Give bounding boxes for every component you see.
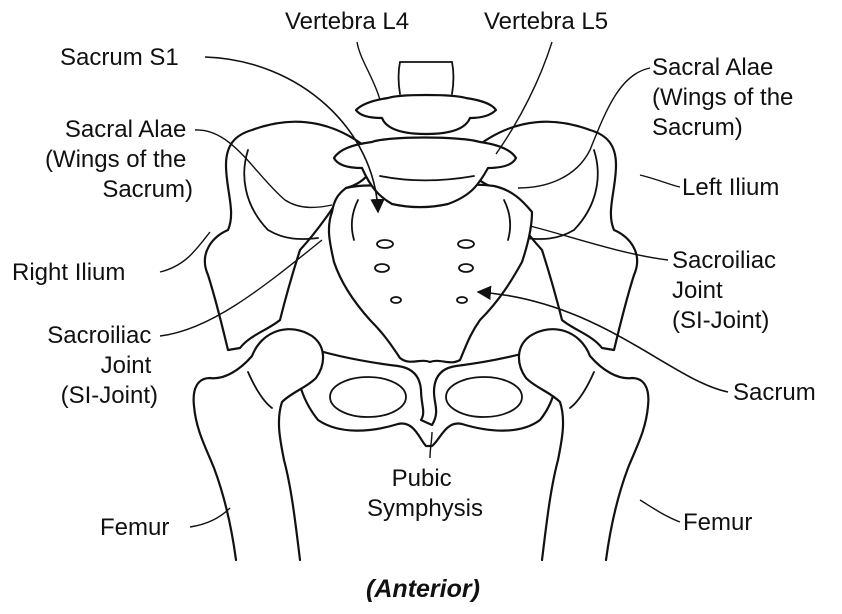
label-sacral-alae-left: Sacral Alae (Wings of the Sacrum) xyxy=(45,116,193,203)
label-sacral-alae-right: Sacral Alae (Wings of the Sacrum) xyxy=(652,54,800,141)
leader-femur-right xyxy=(190,508,230,527)
right-obturator-foramen xyxy=(330,377,406,417)
sacral-foramen xyxy=(459,264,473,272)
leader-left-ilium xyxy=(640,175,680,187)
label-femur-left: Femur xyxy=(683,509,752,536)
label-vertebra-l5: Vertebra L5 xyxy=(484,8,608,35)
label-si-joint-left: Sacroiliac Joint (SI-Joint) xyxy=(672,247,783,334)
leader-right-ilium xyxy=(160,232,210,272)
sacral-foramen xyxy=(375,264,389,272)
spine-column-right xyxy=(452,62,454,94)
sacral-foramen xyxy=(458,240,474,248)
caption-anterior: (Anterior) xyxy=(366,575,480,603)
sacral-foramen xyxy=(457,297,467,303)
label-pubic-symphysis: Pubic Symphysis xyxy=(367,465,483,522)
sacral-foramen xyxy=(377,240,393,248)
sacrum-bone xyxy=(329,185,532,363)
vertebra-l4-bone xyxy=(356,95,496,134)
label-left-ilium: Left Ilium xyxy=(682,174,779,201)
leader-femur-left xyxy=(640,500,680,522)
label-sacrum-s1: Sacrum S1 xyxy=(60,44,179,71)
label-vertebra-l4: Vertebra L4 xyxy=(285,8,409,35)
left-obturator-foramen xyxy=(446,377,522,417)
label-sacrum: Sacrum xyxy=(733,379,816,406)
left-femur-bone xyxy=(519,329,648,560)
sacral-foramen xyxy=(391,297,401,303)
right-femur-bone xyxy=(194,329,323,560)
label-si-joint-right: Sacroiliac Joint (SI-Joint) xyxy=(47,322,158,409)
leader-vertebra-l4 xyxy=(357,42,380,100)
label-right-ilium: Right Ilium xyxy=(12,259,125,286)
label-femur-right: Femur xyxy=(100,514,169,541)
spine-column-left xyxy=(399,62,401,94)
